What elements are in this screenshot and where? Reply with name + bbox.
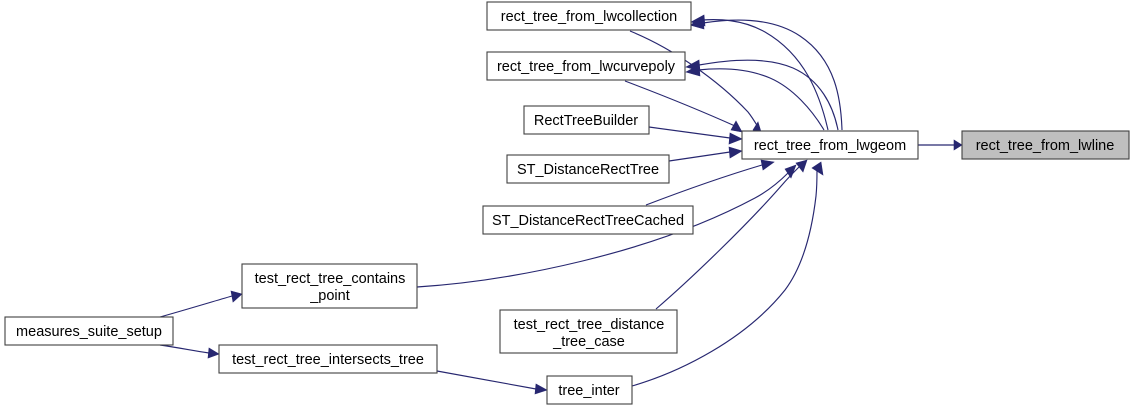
node-label-ST_DistanceRectTreeCached: ST_DistanceRectTreeCached [492,213,684,229]
edge-intersectstree-to-treeinter [436,370,548,395]
node-label-test_rect_tree_intersects_tree: test_rect_tree_intersects_tree [232,352,424,368]
node-rect_tree_from_lwgeom[interactable]: rect_tree_from_lwgeom [741,130,919,160]
node-RectTreeBuilder[interactable]: RectTreeBuilder [523,105,650,135]
edge-suitesetup-to-containspoint [159,290,243,318]
edge-lwgeom-to-lwcollection [690,14,829,131]
node-test_rect_tree_intersects_tree[interactable]: test_rect_tree_intersects_tree [218,344,438,374]
node-label-test_rect_tree_distance_tree_case-line1: test_rect_tree_distance [514,317,665,333]
node-label-test_rect_tree_distance_tree_case-line2: _tree_case [552,334,625,350]
edge-distancetreecase-to-lwgeom [655,159,808,310]
node-tree_inter[interactable]: tree_inter [546,375,633,405]
edge-lwcollection-to-lwgeom [629,30,763,136]
node-rect_tree_from_lwcollection[interactable]: rect_tree_from_lwcollection [486,1,692,31]
edge-recttreebuilder-to-lwgeom [648,126,743,145]
node-ST_DistanceRectTreeCached[interactable]: ST_DistanceRectTreeCached [482,205,694,235]
node-layer: rect_tree_from_lwcollection rect_tree_fr… [4,1,1130,405]
node-label-test_rect_tree_contains_point-line2: _point [309,288,350,304]
edge-lwgeom-to-lwline [918,139,963,151]
edge-lwgeom-to-lwcollection-2 [689,17,843,131]
node-test_rect_tree_distance_tree_case[interactable]: test_rect_tree_distance _tree_case [499,309,678,354]
edge-stdistancerecttreecached-to-lwgeom [645,159,775,206]
node-label-tree_inter: tree_inter [558,383,619,399]
edge-stdistancerecttree-to-lwgeom [668,146,743,162]
node-label-rect_tree_from_lwcollection: rect_tree_from_lwcollection [501,9,678,25]
node-ST_DistanceRectTree[interactable]: ST_DistanceRectTree [506,154,670,184]
node-measures_suite_setup[interactable]: measures_suite_setup [4,316,174,346]
node-label-rect_tree_from_lwgeom: rect_tree_from_lwgeom [754,138,906,154]
node-label-ST_DistanceRectTree: ST_DistanceRectTree [517,162,659,178]
node-label-measures_suite_setup: measures_suite_setup [16,324,162,340]
edge-lwgeom-to-lwcurvepoly-2 [685,59,839,131]
edge-lwcurvepoly-to-lwgeom [624,80,743,133]
node-label-rect_tree_from_lwline: rect_tree_from_lwline [976,138,1115,154]
node-test_rect_tree_contains_point[interactable]: test_rect_tree_contains _point [241,263,418,309]
node-rect_tree_from_lwcurvepoly[interactable]: rect_tree_from_lwcurvepoly [486,51,686,81]
edge-suitesetup-to-intersectstree [159,344,220,359]
node-label-RectTreeBuilder: RectTreeBuilder [534,113,638,129]
node-label-rect_tree_from_lwcurvepoly: rect_tree_from_lwcurvepoly [497,59,676,75]
node-rect_tree_from_lwline[interactable]: rect_tree_from_lwline [961,130,1130,160]
node-label-test_rect_tree_contains_point-line1: test_rect_tree_contains [255,271,406,287]
edge-treeinter-to-lwgeom [631,161,824,387]
